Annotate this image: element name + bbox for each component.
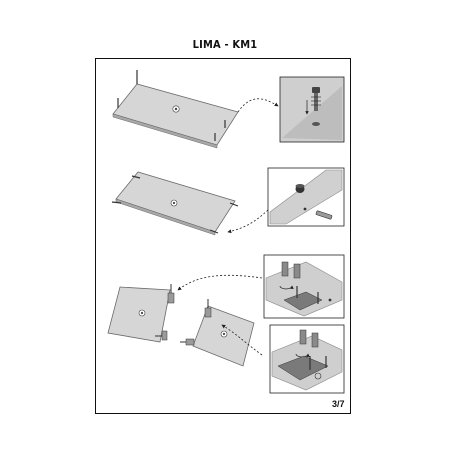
instruction-frame — [95, 58, 351, 414]
page-number: 3/7 — [332, 399, 345, 409]
step2-detail — [267, 167, 345, 227]
dowel-pin-icon — [315, 210, 333, 220]
step3-left-panel — [107, 274, 263, 343]
step3-detail-top — [263, 254, 345, 319]
step2-panel — [111, 171, 269, 236]
cam-bolt-head-icon — [312, 87, 320, 93]
hinge-icon — [167, 292, 175, 304]
step1-panel — [112, 70, 279, 149]
document-title: LIMA - KM1 — [192, 38, 258, 51]
screwdriver-icon — [281, 261, 289, 277]
dowel-icon — [131, 175, 141, 179]
step3-detail-bottom — [269, 324, 345, 394]
hinge-plate-icon — [277, 355, 329, 381]
step3-right-panel — [180, 299, 263, 367]
step1-detail — [279, 76, 345, 143]
rotate-arrow-icon — [279, 285, 294, 290]
